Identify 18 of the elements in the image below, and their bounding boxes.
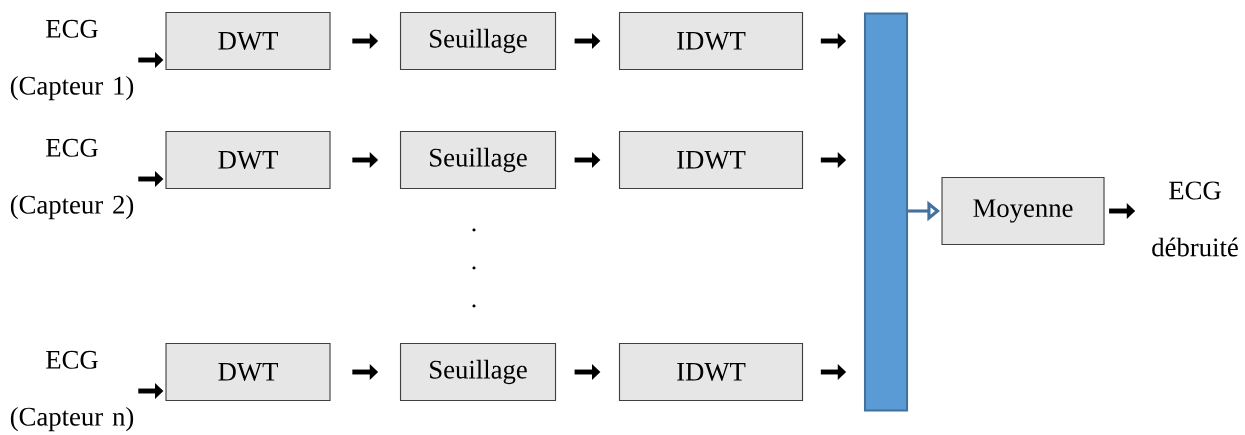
ellipsis-dot: . (472, 304, 476, 308)
signal-label: ECG (Capteur 1) (10, 19, 134, 101)
process-box: Seuillage (399, 342, 557, 402)
process-box: DWT (165, 11, 331, 71)
signal-label: ECG (Capteur 2) (10, 138, 134, 220)
ellipsis-dot: . (472, 266, 476, 270)
process-box: Moyenne (941, 176, 1105, 246)
process-box: DWT (165, 342, 331, 402)
process-box: Seuillage (399, 130, 557, 190)
bar (863, 12, 909, 412)
process-box: Seuillage (399, 11, 557, 71)
process-box: IDWT (618, 130, 804, 190)
process-box: DWT (165, 130, 331, 190)
process-box: IDWT (618, 11, 804, 71)
signal-label: ECG (Capteur n) (10, 350, 134, 432)
signal-label: ECG débruité (1152, 181, 1238, 257)
ellipsis-dot: . (472, 228, 476, 232)
process-box: IDWT (618, 342, 804, 402)
